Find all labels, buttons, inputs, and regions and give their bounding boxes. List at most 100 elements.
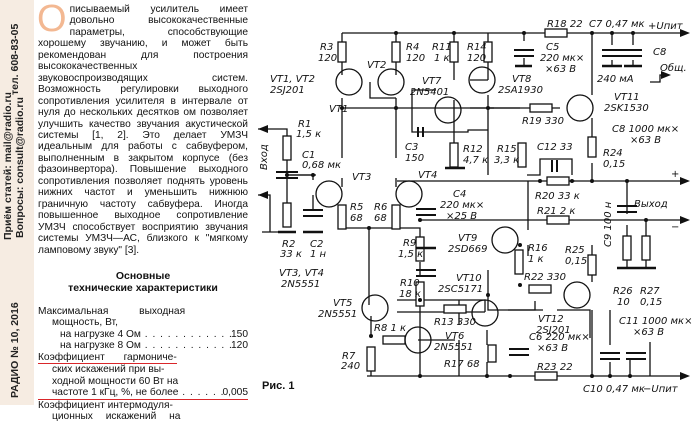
label-R24-value: 0,15 [603, 159, 625, 170]
label-R17: R17 68 [444, 359, 480, 370]
label-VT12: VT12 [538, 314, 564, 325]
label-R5-value: 68 [350, 213, 363, 224]
label-VT11-type: 2SK1530 [604, 103, 649, 114]
label-VT4: VT4 [418, 170, 437, 181]
resistor-R21 [546, 215, 570, 225]
resistor-R11 [449, 41, 459, 63]
label-C1: C1 [302, 150, 315, 161]
resistor-R7 [366, 346, 376, 372]
spec-label: ходной мощности 60 Вт на [52, 375, 179, 387]
label-R19: R19 330 [522, 116, 564, 127]
label-C6: C6 220 мк× [529, 332, 590, 343]
resistor-R23 [534, 371, 558, 381]
label-C3: C3 [405, 142, 418, 153]
label-C11-value: ×63 В [633, 327, 664, 338]
spec-label: Максимальная выходная [38, 305, 186, 317]
label-C9: C9 100 н [603, 201, 614, 247]
label-C5-value1: 220 мк× [540, 53, 584, 64]
resistor-R18 [544, 28, 568, 38]
label-VT12-type: 2SJ201 [536, 325, 571, 336]
article-text: писываемый усилитель имеет довольно высо… [38, 4, 248, 256]
label-R1-value: 1,5 к [296, 129, 321, 140]
capacitors [276, 49, 646, 360]
spec-label: ционных искажений на [52, 411, 181, 423]
label-VT8: VT8 [512, 74, 531, 85]
spec-power-label: Максимальная выходная [38, 306, 248, 318]
spec-value: 0,005 [222, 387, 249, 399]
spec-thd-line1: Коэффициент гармониче- [38, 352, 248, 365]
label-R14: R14 [467, 42, 487, 53]
label-R4: R4 [406, 42, 419, 53]
figure-caption: Рис. 1 [262, 380, 295, 392]
spec-row-8ohm: на нагрузке 8 Ом . . . . . . . . . . . .… [38, 340, 248, 352]
leader-dots: . . . . . . . . . . . . . . . . . [144, 340, 231, 352]
spec-imd-line2: ционных искажений на [38, 411, 248, 423]
label-R11-value: 1 к [434, 53, 450, 64]
label-R27-value: 0,15 [640, 297, 662, 308]
label-VT6-type: 2N5551 [434, 342, 473, 353]
spec-power-label2: мощность, Вт, [38, 317, 248, 329]
label-R10-value: 18 к [399, 289, 421, 300]
capacitor-C1 [276, 171, 298, 179]
input-ground-arrow-icon [258, 191, 268, 199]
leader-dots: . . . . . . . . . . . . . . . . . [144, 328, 231, 340]
capacitor-C4 [416, 208, 436, 216]
label-VT6: VT6 [445, 331, 464, 342]
label-R18: R18 22 [547, 19, 583, 30]
label-C11: C11 1000 мк× [619, 316, 692, 327]
transistor-VT8 [468, 66, 496, 94]
label-R21: R21 2 к [537, 206, 575, 217]
label-R25-value: 0,15 [565, 256, 587, 267]
label-VT3-VT4-type: 2N5551 [281, 279, 320, 290]
junction-dots [285, 31, 648, 378]
leader-dots: . . . . . . . [182, 387, 222, 399]
label-R26: R26 [613, 286, 633, 297]
capacitor-series [416, 269, 436, 277]
label-VT3: VT3 [352, 172, 371, 183]
capacitor-C6 [509, 348, 529, 356]
resistor-R12 [449, 142, 459, 168]
label-VT10: VT10 [456, 273, 482, 284]
ground-symbols [278, 64, 656, 270]
label-VT8-type: 2SA1930 [498, 85, 543, 96]
label-current: 240 мА [597, 74, 634, 85]
resistor-R4 [391, 41, 401, 63]
transistor-VT12 [563, 281, 591, 309]
label-C2: C2 [310, 239, 323, 250]
label-C5: C5 [546, 42, 559, 53]
label-C6-value: ×63 В [537, 343, 568, 354]
articles-email: Приём статей: mail@radio.ru [2, 92, 14, 240]
transistor-VT9 [491, 226, 519, 254]
label-VT1-VT2-type: 2SJ201 [270, 85, 305, 96]
label-C7: C7 0,47 мк [589, 19, 645, 30]
specs-list: Максимальная выходная мощность, Вт, на н… [38, 306, 248, 423]
label-R11: R11 [432, 42, 452, 53]
label-vminus: −Uпит [643, 384, 679, 395]
transistor-VT4 [395, 180, 423, 208]
label-C8-bulk-value2: ×63 В [630, 135, 661, 146]
specs-heading-line2: технические характеристики [68, 281, 218, 294]
resistor-R27 [641, 235, 651, 261]
spec-thd-line3: ходной мощности 60 Вт на [38, 376, 248, 388]
label-C3-value: 150 [405, 153, 424, 164]
resistor-R19 [529, 103, 553, 113]
spec-label: Коэффициент интермодуля- [38, 399, 173, 411]
label-R24: R24 [603, 148, 623, 159]
resistor-R22 [528, 284, 552, 294]
label-VT2: VT2 [367, 60, 386, 71]
sidebar-strip: тел. 608-83-05 Приём статей: mail@radio.… [0, 0, 34, 405]
label-R13: R13 330 [434, 317, 476, 328]
resistor-R10 [415, 281, 425, 307]
issue-label: РАДИО № 10, 2016 [9, 302, 21, 398]
capacitor-C9 [617, 205, 637, 213]
capacitor-C11 [626, 352, 646, 360]
label-VT9: VT9 [458, 233, 477, 244]
label-VT3-VT4-pair: VT3, VT4 [279, 268, 324, 279]
spec-label: на нагрузке 4 Ом [60, 328, 141, 340]
label-R9: R9 [403, 238, 416, 249]
spec-imd-line1: Коэффициент интермодуля- [38, 400, 248, 412]
label-R26-value: 10 [617, 297, 630, 308]
label-R1: R1 [298, 119, 311, 130]
label-R14-value: 120 [467, 53, 486, 64]
